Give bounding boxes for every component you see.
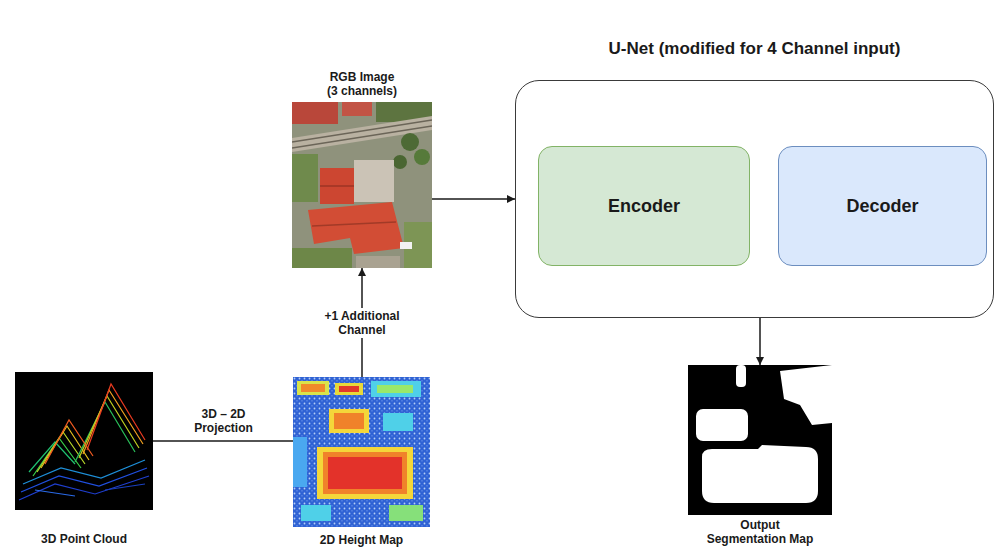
rgb-aerial-image [292,102,432,268]
image-caption: 2D Height Map [320,533,403,547]
image-caption: 3D Point Cloud [41,532,127,546]
box-heading: U-Net (modified for 4 Channel input) [516,38,993,59]
network-box: U-Net (modified for 4 Channel input)Enco… [515,80,994,318]
edge-label: 3D – 2D Projection [184,406,263,436]
image-node: 2D Height Map [293,377,430,527]
height-map-image [293,377,430,527]
segmentation-map-image [688,365,832,515]
image-node: 3D Point Cloud [15,372,153,510]
image-caption: RGB Image (3 channels) [323,70,401,98]
decoder-box: Decoder [778,146,987,266]
point-cloud-image [15,372,153,510]
edge-label: +1 Additional Channel [314,308,410,338]
connector-arrow [153,440,293,442]
box-label: Encoder [600,195,688,217]
box-label: Decoder [838,195,926,217]
connector-arrow [432,198,515,200]
connector-arrow [759,318,761,365]
image-node: RGB Image (3 channels) [292,102,432,268]
image-caption: Output Segmentation Map [703,518,818,546]
encoder-box: Encoder [538,146,750,266]
image-node: Output Segmentation Map [688,365,832,515]
